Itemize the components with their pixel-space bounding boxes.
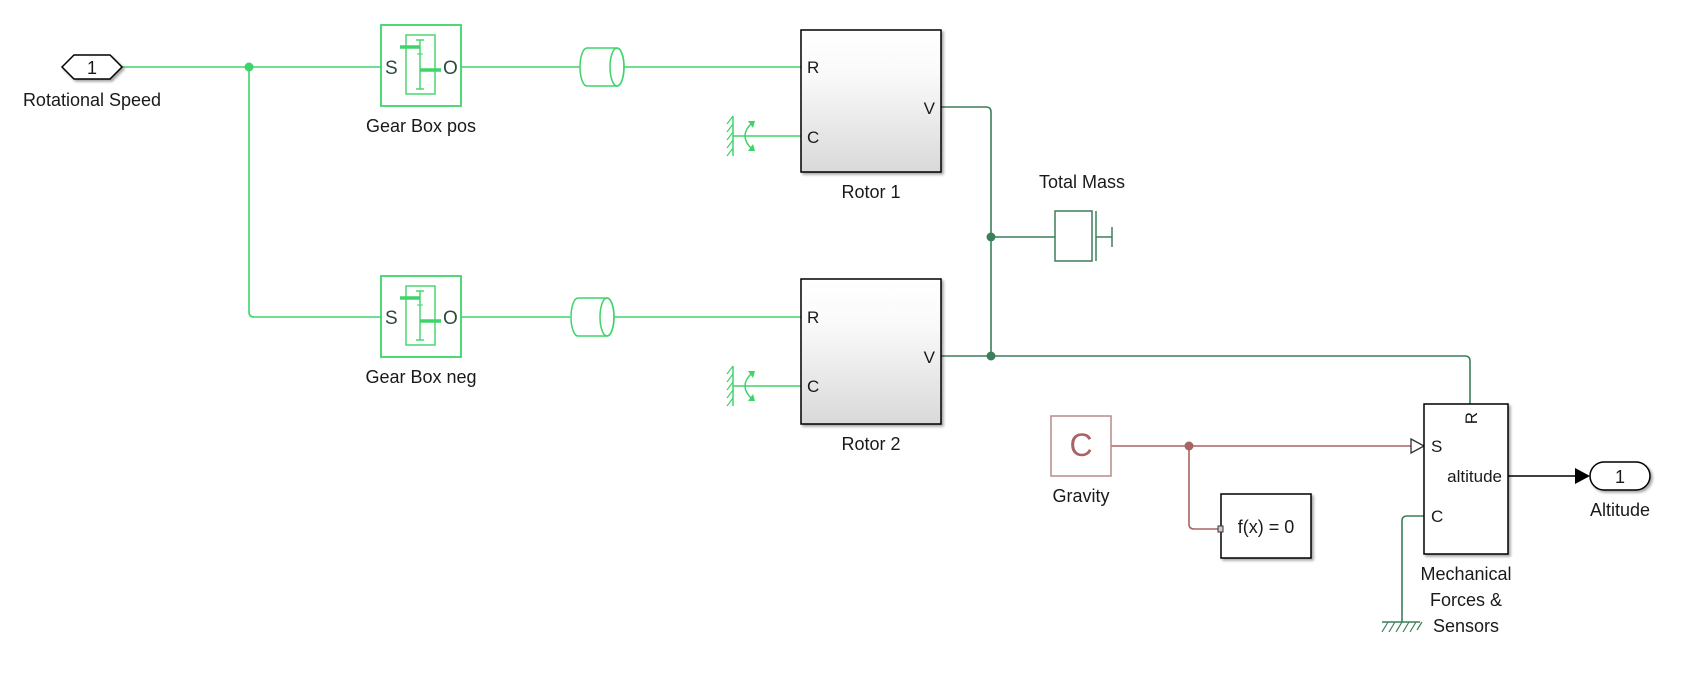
- rotor2-block[interactable]: R C V Rotor 2: [800, 278, 942, 454]
- rotation-arrow-icon: [744, 372, 753, 400]
- mech-port-r: R: [1462, 412, 1481, 424]
- wire-gravity-to-solver[interactable]: [1188, 446, 1218, 530]
- rotational-connector-2[interactable]: [570, 297, 615, 337]
- junction-dot: [986, 351, 996, 361]
- rotor1-port-v: V: [924, 99, 936, 118]
- gear-icon: [400, 34, 441, 95]
- gearbox-pos-block[interactable]: S O Gear Box pos: [366, 24, 476, 136]
- inport-hex-shape: [60, 54, 124, 80]
- inport-label: Rotational Speed: [23, 90, 161, 110]
- gravity-block[interactable]: C Gravity: [1050, 415, 1112, 506]
- hatch-icon: [726, 365, 734, 407]
- total-mass-label: Total Mass: [1039, 172, 1125, 192]
- rotor1-block[interactable]: R C V Rotor 1: [800, 29, 942, 202]
- gear-icon: [400, 285, 441, 346]
- wire-mech-c-to-ground[interactable]: [1401, 515, 1424, 622]
- solver-configuration-block[interactable]: f(x) = 0: [1217, 493, 1312, 559]
- ground-hatch-icon: [1381, 621, 1423, 633]
- rotor2-port-c: C: [807, 377, 819, 396]
- mechanical-forces-sensors-block[interactable]: R S altitude C Mechanical Forces & Senso…: [1420, 403, 1512, 636]
- rotor2-port-v: V: [924, 348, 936, 367]
- junction-dot: [244, 62, 254, 72]
- solver-port: [1217, 525, 1224, 533]
- cylinder-icon: [579, 47, 625, 87]
- rotational-reference-1[interactable]: [726, 115, 755, 157]
- gravity-label: Gravity: [1052, 486, 1109, 506]
- outport-number: 1: [1615, 467, 1625, 487]
- gearbox-pos-port-s: S: [385, 58, 398, 79]
- junction-dot: [1184, 441, 1194, 451]
- rotational-wires: [122, 62, 801, 387]
- rotational-reference-2[interactable]: [726, 365, 755, 407]
- solver-label: f(x) = 0: [1238, 517, 1295, 537]
- junction-dot: [986, 232, 996, 242]
- mech-port-s: S: [1431, 437, 1442, 456]
- inport-number: 1: [87, 58, 97, 78]
- gearbox-neg-label: Gear Box neg: [365, 367, 476, 387]
- rotational-connector-1[interactable]: [579, 47, 625, 87]
- translational-wires: [941, 106, 1471, 622]
- rotor1-port-r: R: [807, 58, 819, 77]
- wire-rotor2-v-to-mech-r[interactable]: [941, 355, 1471, 404]
- total-mass-block[interactable]: Total Mass: [1039, 172, 1125, 262]
- gearbox-pos-port-o: O: [443, 58, 458, 79]
- wire-rotor1-v[interactable]: [941, 106, 992, 356]
- wire-branch-to-gearbox-neg[interactable]: [248, 67, 381, 318]
- mech-port-altitude: altitude: [1447, 467, 1502, 486]
- gearbox-neg-block[interactable]: S O Gear Box neg: [365, 275, 477, 387]
- mech-label-line-3: Sensors: [1433, 616, 1499, 636]
- constant-glyph: C: [1069, 427, 1092, 463]
- rotation-arrow-icon: [744, 122, 753, 150]
- mech-label-line-1: Mechanical: [1420, 564, 1511, 584]
- mech-label-line-2: Forces &: [1430, 590, 1502, 610]
- gearbox-neg-port-s: S: [385, 308, 398, 329]
- inport-rotational-speed[interactable]: 1 Rotational Speed: [23, 54, 161, 110]
- gearbox-neg-port-o: O: [443, 308, 458, 329]
- rotor2-label: Rotor 2: [841, 434, 900, 454]
- hatch-icon: [726, 115, 734, 157]
- ps-input-arrow-icon: [1410, 437, 1426, 455]
- outport-label: Altitude: [1590, 500, 1650, 520]
- translational-reference[interactable]: [1381, 621, 1423, 633]
- physical-signal-wires: [1111, 437, 1426, 530]
- mech-port-c: C: [1431, 507, 1443, 526]
- gearbox-pos-label: Gear Box pos: [366, 116, 476, 136]
- rotor1-port-c: C: [807, 128, 819, 147]
- rotor1-label: Rotor 1: [841, 182, 900, 202]
- cylinder-icon: [570, 297, 615, 337]
- mass-icon: [1054, 210, 1093, 262]
- signal-arrow-icon: [1575, 468, 1590, 484]
- outport-altitude[interactable]: 1 Altitude: [1589, 461, 1651, 520]
- rotor2-port-r: R: [807, 308, 819, 327]
